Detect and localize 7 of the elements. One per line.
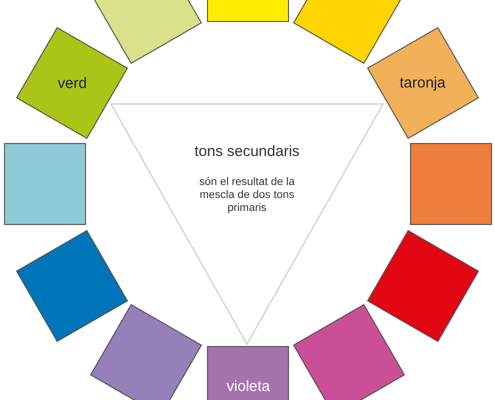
color-name: violeta [226, 378, 270, 396]
description-text: són el resultat de la mescla de dos tons primaris [198, 176, 296, 215]
heading: tons secundaris [193, 143, 301, 160]
color-name: taronja [400, 74, 446, 91]
color-name: verd [57, 74, 86, 91]
color-square [410, 143, 492, 225]
color-square [4, 143, 86, 225]
